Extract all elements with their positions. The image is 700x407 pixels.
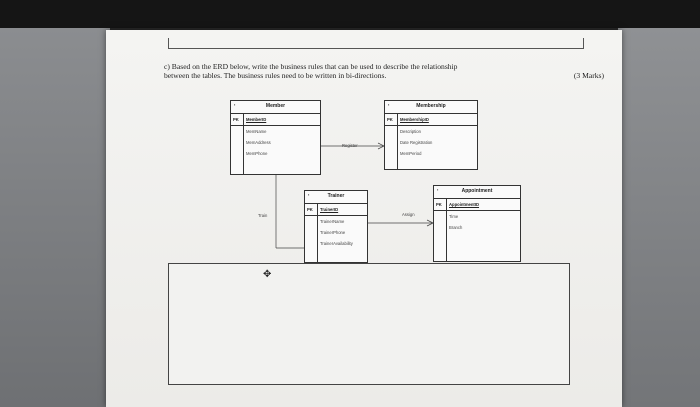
document-page: c) Based on the ERD below, write the bus… xyxy=(106,30,622,407)
table-member: ▪ Member PK MemberID MemName MemAddress Me… xyxy=(230,100,321,175)
erd-connectors xyxy=(275,142,434,249)
table-icon: ▪ xyxy=(437,187,439,192)
table-icon: ▪ xyxy=(388,102,390,107)
member-attr: MemPhone xyxy=(246,151,268,156)
trainer-attr: TrainerAvailability xyxy=(320,241,353,246)
table-membership-name: Membership xyxy=(416,103,446,109)
monitor-bezel xyxy=(0,0,700,28)
table-icon: ▪ xyxy=(308,192,310,197)
table-trainer-name: Trainer xyxy=(327,193,345,199)
member-attr: MemName xyxy=(246,129,267,134)
appointment-pk-attr: AppointmentID xyxy=(449,202,480,207)
move-cursor-icon: ✥ xyxy=(263,269,272,280)
assign-crowfoot-a xyxy=(426,219,434,224)
membership-pk-label: PK xyxy=(387,117,393,122)
answer-box[interactable] xyxy=(168,263,570,385)
appointment-attr: Branch xyxy=(449,225,463,230)
table-membership: ▪ Membership PK MembershipID Description D… xyxy=(384,100,478,170)
previous-answer-box xyxy=(168,38,584,49)
assign-crowfoot-b xyxy=(426,222,434,227)
membership-attr: MemPeriod xyxy=(400,151,422,156)
membership-attr: Description xyxy=(400,129,421,134)
appointment-pk-label: PK xyxy=(436,202,442,207)
relationship-register-label: Register xyxy=(342,143,358,148)
appointment-attr: Time xyxy=(449,214,459,219)
relationship-train-label: Train xyxy=(258,213,268,218)
trainer-attr: TrainerName xyxy=(320,219,345,224)
member-pk-label: PK xyxy=(233,117,239,122)
table-appointment-name: Appointment xyxy=(461,188,493,194)
background-left xyxy=(0,28,110,407)
register-crowfoot-b xyxy=(377,145,385,150)
question-text: c) Based on the ERD below, write the bus… xyxy=(164,62,604,80)
membership-pk-attr: MembershipID xyxy=(400,117,429,122)
table-member-name: Member xyxy=(265,103,286,109)
question-line-2: between the tables. The business rules n… xyxy=(164,71,387,80)
membership-attr: Date Registration xyxy=(400,140,433,145)
trainer-pk-label: PK xyxy=(307,207,313,212)
register-crowfoot-a xyxy=(377,142,385,147)
member-pk-attr: MemberID xyxy=(246,117,267,122)
question-marks: (3 Marks) xyxy=(573,71,604,80)
question-line-1: c) Based on the ERD below, write the bus… xyxy=(164,62,458,71)
trainer-pk-attr: TrainerID xyxy=(320,207,339,212)
background-right xyxy=(618,28,700,407)
table-icon: ▪ xyxy=(234,102,236,107)
relationship-assign-label: Assign xyxy=(402,212,415,217)
member-attr: MemAddress xyxy=(246,140,271,145)
table-trainer: ▪ Trainer PK TrainerID TrainerName Trainer… xyxy=(304,190,368,263)
trainer-attr: TrainerPhone xyxy=(320,230,346,235)
table-appointment: ▪ Appointment PK AppointmentID Time Branch xyxy=(433,185,521,262)
